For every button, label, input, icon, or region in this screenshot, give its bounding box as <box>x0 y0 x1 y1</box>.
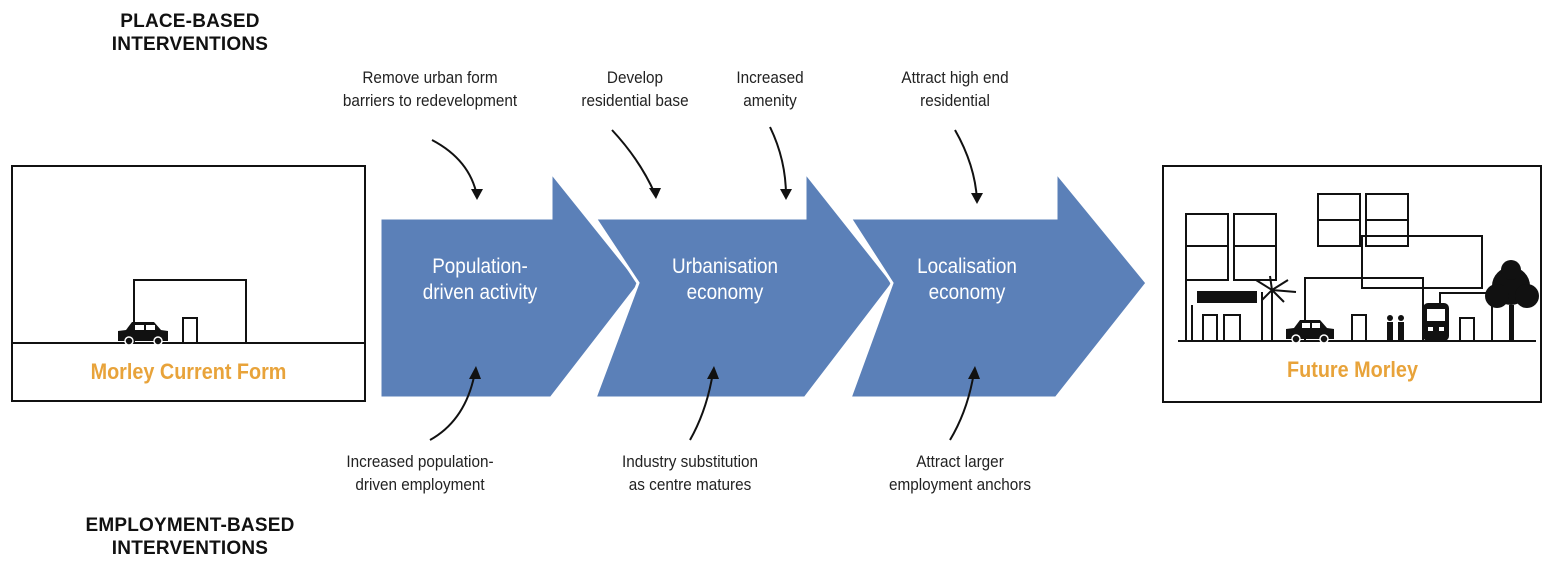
employment-note-2-line1: Industry substitution <box>621 452 759 471</box>
place-note-1: Remove urban form barriers to redevelopm… <box>313 66 547 112</box>
employment-note-1: Increased population- driven employment <box>321 450 519 496</box>
tree-icon <box>1485 260 1539 341</box>
stage-3-line1: Localisation <box>917 255 1017 278</box>
place-note-2: Develop residential base <box>559 66 712 112</box>
employment-note-3-line1: Attract larger <box>916 452 1004 471</box>
stage-1-line1: Population- <box>432 255 528 278</box>
pointer-arrowheads-top <box>471 188 983 204</box>
employment-note-2: Industry substitution as centre matures <box>591 450 789 496</box>
employment-note-1-line1: Increased population- <box>346 452 494 471</box>
employment-based-heading: EMPLOYMENT-BASED INTERVENTIONS <box>55 514 325 560</box>
place-heading-line2: INTERVENTIONS <box>111 34 269 55</box>
employment-note-3: Attract larger employment anchors <box>861 450 1059 496</box>
bus-icon <box>1423 303 1449 341</box>
stage-label-3: Localisation economy <box>891 254 1044 306</box>
stage-2-line1: Urbanisation <box>671 255 779 278</box>
tower-left <box>1185 213 1277 341</box>
place-note-3-line2: amenity <box>743 91 797 110</box>
people-icon <box>1387 315 1404 340</box>
place-heading-line1: PLACE-BASED <box>120 11 260 32</box>
pointer-arrows-top <box>431 126 978 201</box>
employment-heading-line1: EMPLOYMENT-BASED <box>85 515 295 536</box>
stage-1-line2: driven activity <box>422 281 538 304</box>
employment-note-2-line2: as centre matures <box>628 475 752 494</box>
car-icon <box>118 322 168 346</box>
current-form-panel <box>11 165 366 402</box>
place-note-3: Increased amenity <box>712 66 829 112</box>
future-form-panel <box>1162 165 1542 403</box>
stage-arrow-3 <box>847 167 1149 400</box>
place-note-4-line1: Attract high end <box>901 68 1009 87</box>
shopfront <box>1191 291 1263 342</box>
place-note-4-line2: residential <box>920 91 990 110</box>
place-note-1-line2: barriers to redevelopment <box>342 91 518 110</box>
pointer-arrowheads-bottom <box>469 366 980 379</box>
stage-arrow-2 <box>592 167 895 400</box>
place-based-heading: PLACE-BASED INTERVENTIONS <box>70 10 310 56</box>
stage-2-line2: economy <box>686 281 764 304</box>
employment-heading-line2: INTERVENTIONS <box>111 538 269 559</box>
car-icon <box>1286 320 1334 344</box>
current-form-caption: Morley Current Form <box>90 359 287 384</box>
door-outline <box>182 317 198 344</box>
place-note-2-line2: residential base <box>581 91 689 110</box>
place-note-2-line1: Develop <box>606 68 664 87</box>
palm-tree-icon <box>1255 275 1297 341</box>
stage-label-2: Urbanisation economy <box>649 254 802 306</box>
employment-note-1-line2: driven employment <box>355 475 485 494</box>
place-note-4: Attract high end residential <box>879 66 1032 112</box>
future-form-caption: Future Morley <box>1287 357 1418 382</box>
place-note-1-line1: Remove urban form <box>362 68 498 87</box>
place-note-3-line1: Increased <box>736 68 804 87</box>
employment-note-3-line2: employment anchors <box>888 475 1032 494</box>
stage-label-1: Population- driven activity <box>395 254 566 306</box>
stage-3-line2: economy <box>928 281 1006 304</box>
tower-centre <box>1304 193 1493 342</box>
